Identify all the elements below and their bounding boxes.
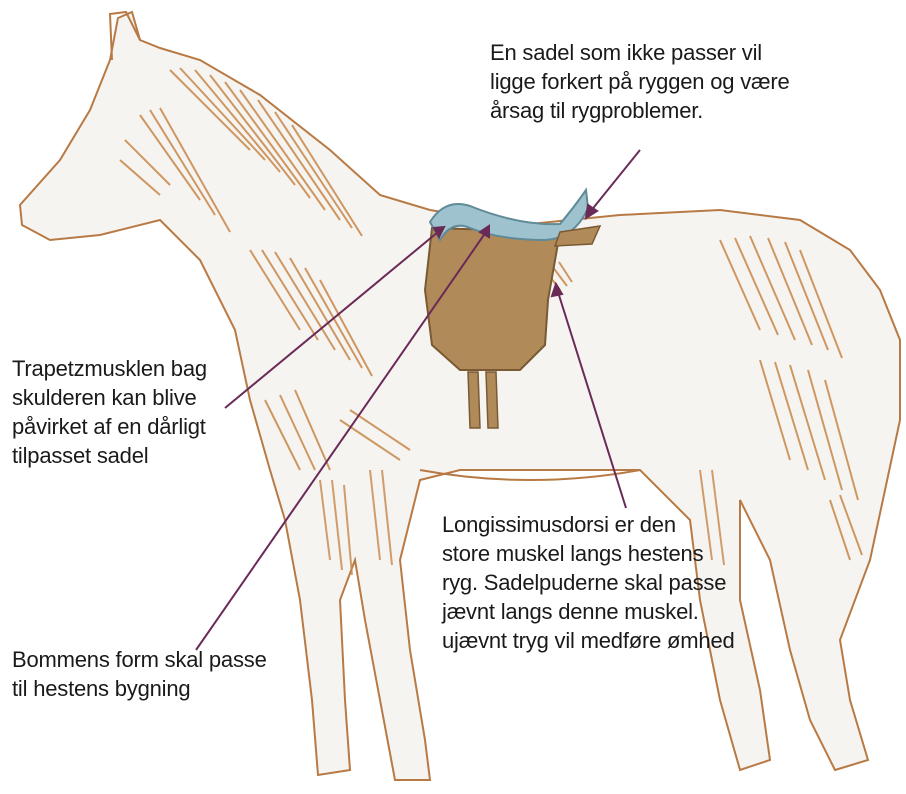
saddle-stirrup-leather-right bbox=[486, 372, 498, 428]
annotation-line: påvirket af en dårligt bbox=[12, 412, 207, 441]
annotation-line: skulderen kan blive bbox=[12, 383, 207, 412]
annotation-saddle-fit: En sadel som ikke passer vil ligge forke… bbox=[490, 38, 790, 125]
pointer-saddle-fit bbox=[590, 150, 640, 212]
annotation-line: tilpasset sadel bbox=[12, 441, 207, 470]
annotation-line: Bommens form skal passe bbox=[12, 645, 267, 674]
annotation-trapezius: Trapetzmusklen bag skulderen kan blive p… bbox=[12, 354, 207, 470]
annotation-line: Longissimusdorsi er den bbox=[442, 510, 735, 539]
annotation-line: til hestens bygning bbox=[12, 674, 267, 703]
annotation-line: ujævnt tryg vil medføre ømhed bbox=[442, 626, 735, 655]
annotation-line: ryg. Sadelpuderne skal passe bbox=[442, 568, 735, 597]
annotation-longissimus: Longissimusdorsi er den store muskel lan… bbox=[442, 510, 735, 655]
annotation-line: En sadel som ikke passer vil bbox=[490, 38, 790, 67]
annotation-line: jævnt langs denne muskel. bbox=[442, 597, 735, 626]
saddle-flap bbox=[425, 228, 560, 370]
saddle-stirrup-leather-left bbox=[468, 372, 480, 428]
annotation-line: årsag til rygproblemer. bbox=[490, 96, 790, 125]
annotation-line: ligge forkert på ryggen og være bbox=[490, 67, 790, 96]
annotation-line: Trapetzmusklen bag bbox=[12, 354, 207, 383]
annotation-tree-shape: Bommens form skal passe til hestens bygn… bbox=[12, 645, 267, 703]
annotation-line: store muskel langs hestens bbox=[442, 539, 735, 568]
